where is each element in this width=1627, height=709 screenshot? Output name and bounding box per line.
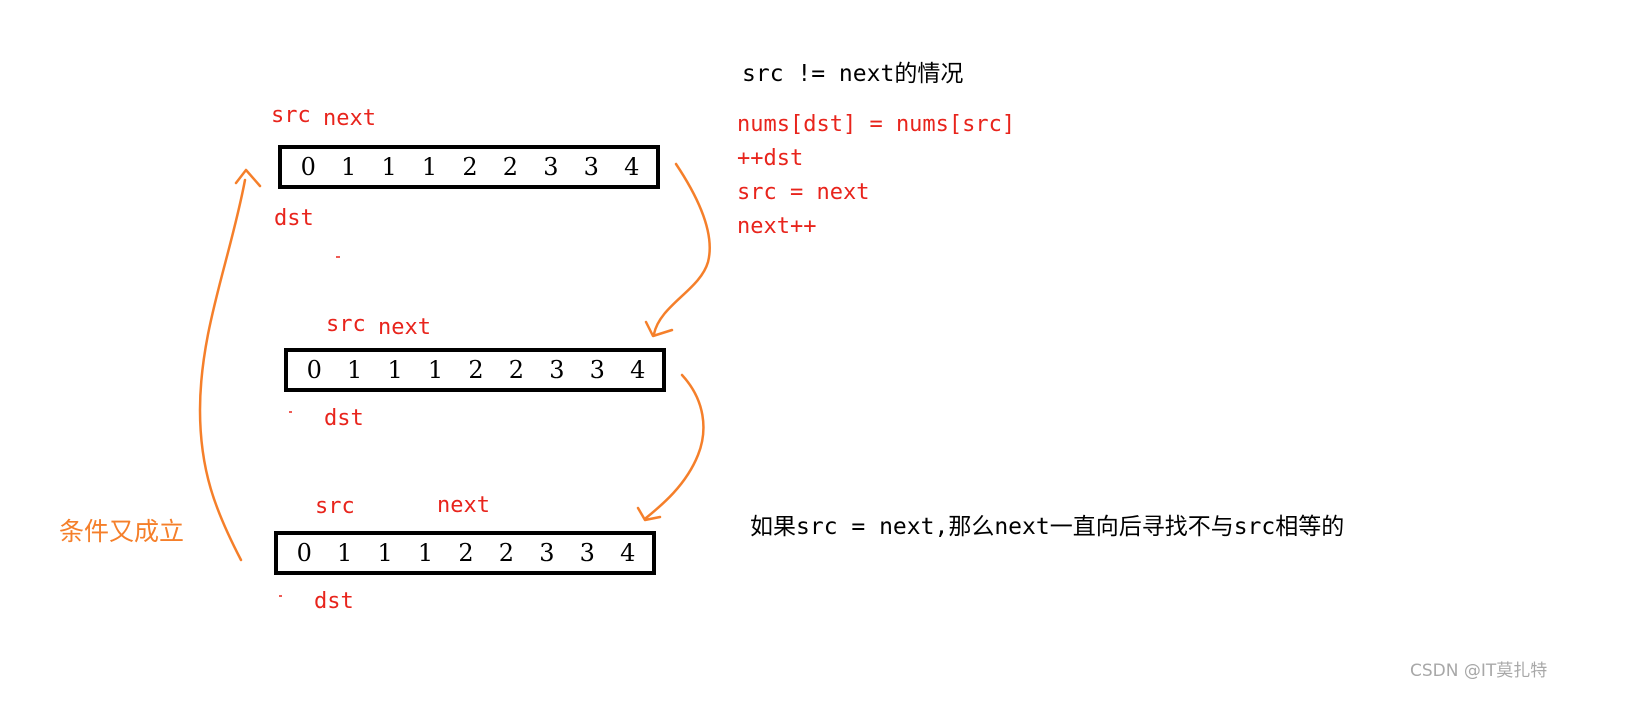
array-1-dst-label: dst bbox=[274, 206, 314, 231]
array-2-box: 0 1 1 1 2 2 3 3 4 bbox=[284, 348, 666, 392]
array-cell: 4 bbox=[624, 153, 640, 181]
arrow-head-array1-to-array2 bbox=[644, 320, 674, 338]
watermark: CSDN @IT莫扎特 bbox=[1410, 661, 1548, 681]
code-line: nums[dst] = nums[src] bbox=[737, 112, 1016, 137]
array-cell: 2 bbox=[468, 356, 484, 384]
code-line: ++dst bbox=[737, 146, 804, 171]
arrow-head-loop-back bbox=[234, 168, 262, 188]
array-cell: 1 bbox=[381, 153, 397, 181]
array-2-dst-label: dst bbox=[324, 406, 364, 431]
array-cell: 4 bbox=[620, 539, 636, 567]
array-1-box: 0 1 1 1 2 2 3 3 4 bbox=[278, 145, 660, 189]
array-cell: 0 bbox=[306, 356, 322, 384]
arrow-head-array2-to-array3 bbox=[636, 506, 662, 522]
array-cell: 3 bbox=[589, 356, 605, 384]
condition-label: 条件又成立 bbox=[59, 517, 185, 546]
code-block: nums[dst] = nums[src] ++dst src = next n… bbox=[737, 108, 1015, 244]
array-2-next-label: next bbox=[378, 315, 431, 340]
array-cell: 3 bbox=[539, 539, 555, 567]
array-1-src-label: src bbox=[271, 103, 311, 128]
array-cell: 2 bbox=[508, 356, 525, 384]
array-cell: 1 bbox=[337, 539, 353, 567]
array-cell: 1 bbox=[377, 539, 393, 567]
array-cell: 1 bbox=[341, 153, 357, 181]
array-cell: 3 bbox=[549, 356, 565, 384]
code-line: next++ bbox=[737, 214, 817, 239]
array-cell: 1 bbox=[421, 153, 438, 181]
array-cell: 1 bbox=[427, 356, 444, 384]
array-cell: 3 bbox=[583, 153, 599, 181]
array-cell: 2 bbox=[498, 539, 515, 567]
array-cell: 2 bbox=[502, 153, 519, 181]
array-3-next-label: next bbox=[437, 493, 490, 518]
diagram-title: src != next的情况 bbox=[742, 61, 964, 87]
array-3-src-label: src bbox=[315, 494, 355, 519]
array-cell: 1 bbox=[417, 539, 434, 567]
array-cell: 3 bbox=[579, 539, 595, 567]
array-1-next-label: next bbox=[323, 106, 376, 131]
array-cell: 0 bbox=[300, 153, 316, 181]
array-cell: 2 bbox=[458, 539, 474, 567]
array-cell: 2 bbox=[462, 153, 478, 181]
array-cell: 4 bbox=[630, 356, 646, 384]
array-cell: 1 bbox=[387, 356, 403, 384]
array-3-box: 0 1 1 1 2 2 3 3 4 bbox=[274, 531, 656, 575]
array-3-dst-label: dst bbox=[314, 589, 354, 614]
next-search-note: 如果src = next,那么next一直向后寻找不与src相等的 bbox=[750, 514, 1345, 540]
arrow-array2-to-array3 bbox=[644, 373, 705, 520]
code-line: src = next bbox=[737, 180, 870, 205]
arrow-loop-back bbox=[198, 178, 247, 562]
array-cell: 0 bbox=[296, 539, 312, 567]
arrow-array1-to-array2 bbox=[652, 162, 711, 336]
array-cell: 1 bbox=[347, 356, 363, 384]
array-cell: 3 bbox=[543, 153, 559, 181]
array-2-src-label: src bbox=[326, 312, 366, 337]
